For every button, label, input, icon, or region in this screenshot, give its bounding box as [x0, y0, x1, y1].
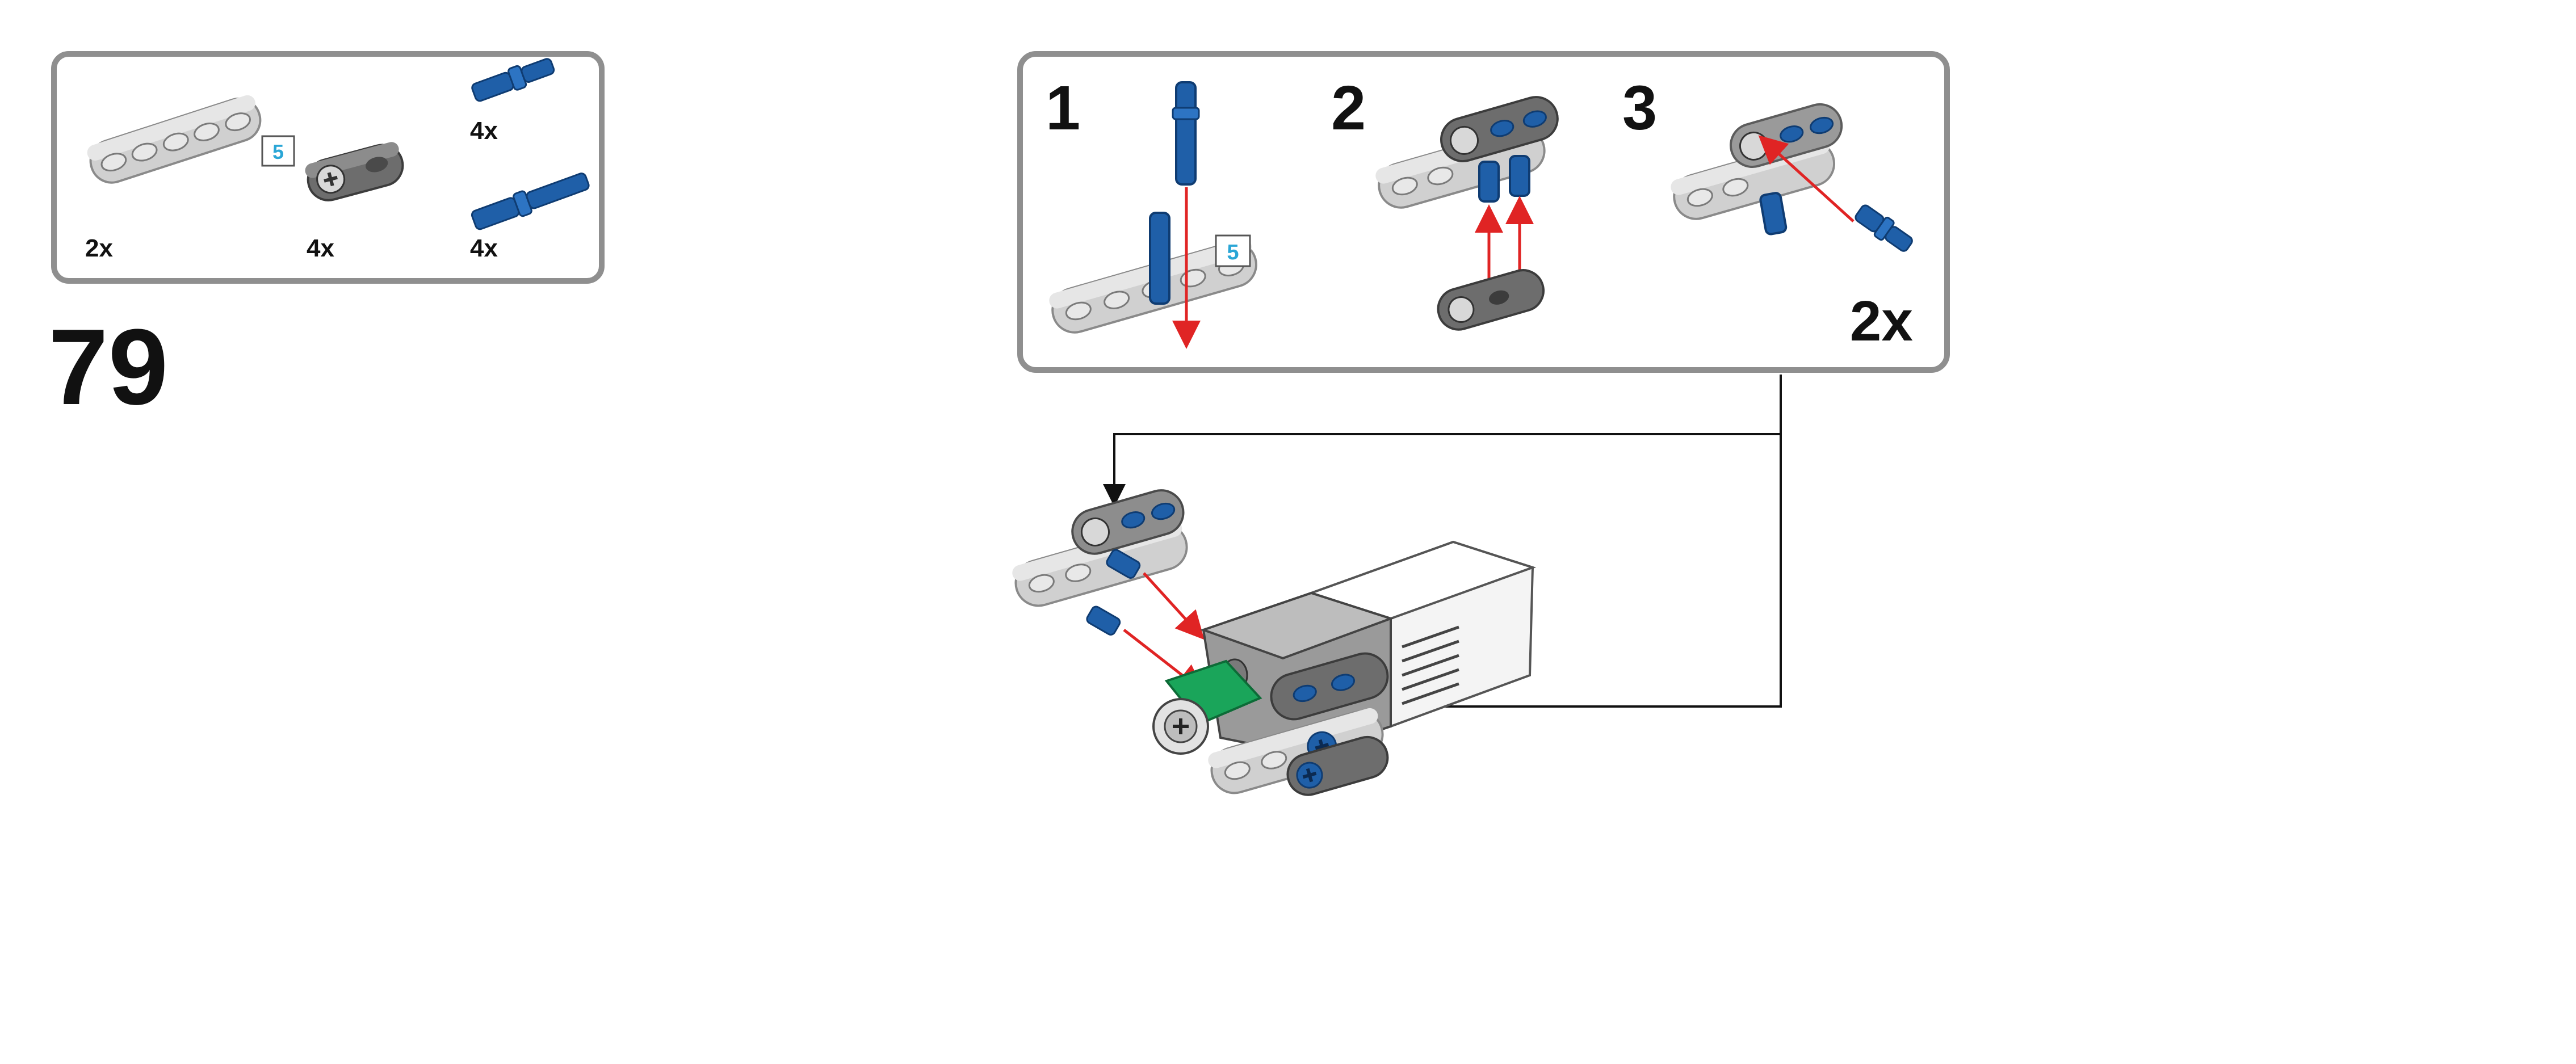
- axle-pin-icon: [1172, 81, 1200, 186]
- short-pin-icon: [1149, 212, 1170, 305]
- sub-assembly-panel: 1 5 2: [1017, 51, 1950, 373]
- qty-short-pin: 4x: [470, 117, 498, 145]
- sub-step-3-number: 3: [1622, 73, 1657, 143]
- length-tag: 5: [1215, 234, 1251, 267]
- angled-beam-icon: [305, 142, 404, 201]
- motor-icon: [1152, 540, 1537, 796]
- sub-step-2-number: 2: [1331, 73, 1366, 143]
- vent-grille: [1402, 625, 1459, 705]
- insert-arrow: [1143, 572, 1205, 640]
- main-assembly: [1012, 489, 1537, 796]
- sub-step-3: 3: [1622, 73, 1913, 252]
- axle-pin-icon: [471, 173, 590, 230]
- beam-5-icon: [87, 95, 262, 184]
- sub-assembly-multiplier: 2x: [1850, 289, 1913, 353]
- qty-angled-beam: 4x: [307, 234, 334, 262]
- sub-step-1-number: 1: [1046, 73, 1080, 143]
- angled-beam-icon: [1437, 269, 1545, 331]
- sub-step-2: 2: [1331, 73, 1559, 331]
- angled-beam-icon: [1270, 652, 1389, 721]
- angled-beam-icon: [1071, 489, 1185, 555]
- parts-list-panel: 5 2x 4x 4x 4x: [51, 51, 605, 284]
- angled-beam-icon: [1440, 96, 1559, 163]
- callout-connector: [1103, 375, 1782, 718]
- step-number: 79: [48, 307, 168, 427]
- gear-icon: [1152, 698, 1209, 755]
- angled-beam-icon: [1286, 735, 1389, 796]
- short-pin-icon: [471, 58, 555, 102]
- qty-axle-pin: 4x: [470, 234, 498, 262]
- insert-arrow: [1758, 135, 1855, 222]
- short-pin-icon: [1478, 155, 1530, 203]
- length-tag-text: 5: [1227, 241, 1239, 264]
- length-tag: 5: [261, 135, 295, 167]
- short-pin-icon: [1106, 549, 1141, 579]
- sub-step-1: 1 5: [1046, 73, 1257, 349]
- qty-beam-5: 2x: [85, 234, 113, 262]
- length-tag-text: 5: [272, 140, 284, 163]
- short-pin-icon: [1855, 204, 1913, 252]
- short-pin-icon: [1759, 192, 1788, 235]
- short-pin-icon: [1086, 605, 1121, 636]
